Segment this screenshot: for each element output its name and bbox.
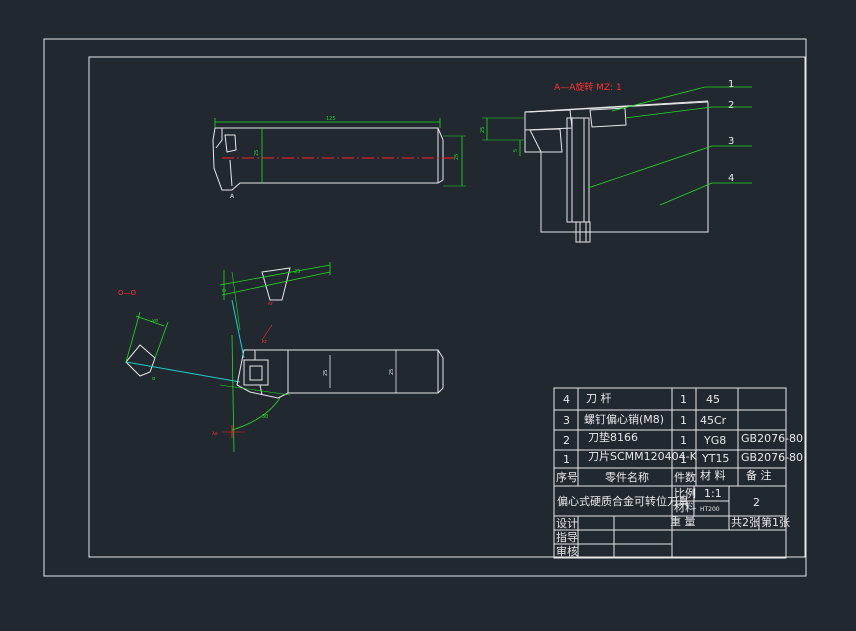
part-row-3-qty: 1 [680,414,687,427]
title-block: 4 刀 杆 1 45 3 螺钉偏心销(M8) 1 45Cr 2 刀垫8166 1… [553,387,803,559]
view-label-oo: O—O [118,289,137,297]
dim-kappa: κr [268,301,274,307]
dim-section-a: 25 [480,127,486,133]
plan-view: O—O γo α 25 8 κr 25 25 [118,262,444,453]
dim-top-a: 25 [294,269,300,275]
callout-1: 1 [728,79,734,90]
part-row-2-material: YG8 [703,434,726,447]
dim-tip-label: A [230,193,235,200]
section-label: A—A旋转 MZ: 1 [554,81,622,93]
outer-border [43,38,807,577]
dim-plan-right: 25 [389,369,395,375]
part-row-4-material: 45 [706,393,720,406]
dim-lambda: λs [212,431,218,437]
part-row-4-name: 刀 杆 [586,391,612,405]
inner-border [88,56,806,558]
scale-label: 比例 [674,486,696,500]
part-row-1-material: YT15 [701,452,729,465]
part-row-4-qty: 1 [680,393,687,406]
part-row-1-name: 刀片SCMM120404-K [588,450,698,463]
dim-section-b: 5 [513,149,519,152]
dim-kappa-2: κr [262,339,268,345]
header-remark: 备 注 [746,468,772,482]
dim-alpha: α [152,376,156,382]
callout-2: 2 [728,100,734,111]
material-label: 材料 [674,500,696,514]
part-row-3-no: 3 [563,414,570,427]
weight-label: 重 量 [670,514,696,528]
sheet-number: 第1张 [761,515,790,529]
guide-label: 指导 [556,530,578,544]
part-row-3-name: 螺钉偏心销(M8) [584,412,664,426]
part-row-2-name: 刀垫8166 [588,430,638,444]
part-row-2-qty: 1 [680,434,687,447]
dim-shank-width: 25 [454,154,460,160]
callout-3: 3 [728,136,734,147]
sheets-total: 共2张 [731,516,760,529]
reviewer-label: 审核 [556,544,578,558]
header-name: 零件名称 [605,470,649,484]
dim-plan-diag: 30 [262,414,268,420]
designer-label: 设计 [556,517,578,530]
dim-plan-mid: 25 [323,370,329,376]
callout-4: 4 [728,173,734,184]
part-row-2-no: 2 [563,434,570,447]
dim-shank-length: 125 [326,116,336,122]
part-row-3-material: 45Cr [700,414,727,427]
header-qty: 件数 [674,471,696,484]
material-value: HT200 [700,506,720,513]
dim-gamma: γo [152,318,158,324]
scale-value: 1:1 [704,487,722,500]
part-row-1-qty: 1 [680,453,687,466]
part-row-1-remark: GB2076-80 [741,451,803,464]
part-row-2-remark: GB2076-80 [741,432,803,445]
drawing-title: 偏心式硬质合金可转位刀具 [557,494,689,508]
part-row-1-no: 1 [563,453,570,466]
section-view: A—A旋转 MZ: 1 1 2 3 4 25 5 [480,79,752,243]
part-row-4-no: 4 [563,393,570,406]
dim-top-b: 8 [222,289,228,292]
header-no: 序号 [556,470,578,484]
side-view: 125 25 25 A [212,116,466,200]
header-material: 材 料 [700,468,726,482]
dim-shank-height: 25 [254,150,260,156]
sheet-count: 2 [753,496,760,509]
